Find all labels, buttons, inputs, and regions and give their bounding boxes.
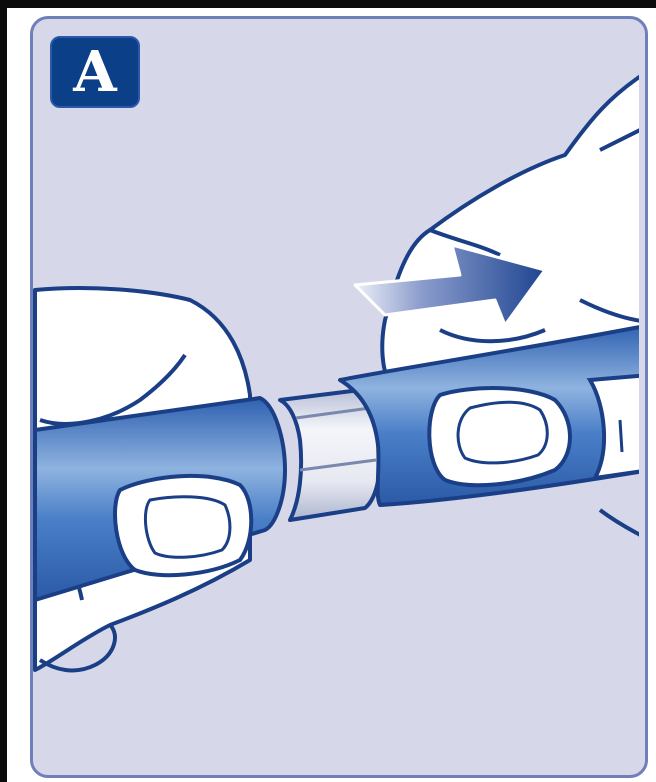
step-label-badge: A — [50, 36, 140, 108]
